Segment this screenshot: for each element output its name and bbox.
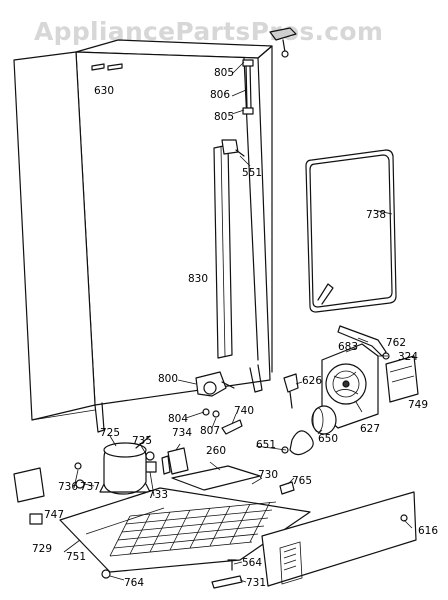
clip-765 (279, 481, 295, 495)
small-parts-735-733 (145, 451, 157, 473)
label-737: 737 (80, 481, 100, 493)
leader-lines (63, 61, 413, 583)
label-725: 725 (100, 427, 120, 439)
label-804: 804 (168, 413, 188, 425)
label-734: 734 (172, 427, 192, 439)
label-740: 740 (234, 405, 254, 417)
label-650: 650 (318, 433, 338, 445)
label-749: 749 (408, 399, 428, 411)
label-564: 564 (242, 557, 262, 569)
label-683: 683 (338, 341, 358, 353)
label-630: 630 (94, 85, 114, 97)
base-brace (211, 575, 243, 589)
label-616: 616 (418, 525, 438, 537)
label-731: 731 (246, 577, 266, 589)
label-733: 733 (148, 489, 168, 501)
control-board (385, 355, 419, 403)
part-labels: 630 805 806 805 551 830 738 762 683 324 … (32, 67, 438, 589)
label-738: 738 (366, 209, 386, 221)
label-729: 729 (32, 543, 52, 555)
relay-box (161, 447, 189, 475)
thermostat-part (283, 373, 299, 409)
label-735: 735 (132, 435, 152, 447)
rear-access-panel (261, 491, 417, 587)
label-751: 751 (66, 551, 86, 563)
label-806: 806 (210, 89, 230, 101)
label-260: 260 (206, 445, 226, 457)
label-324: 324 (398, 351, 418, 363)
label-551: 551 (242, 167, 262, 179)
bracket-747 (13, 467, 45, 503)
water-tube-assembly (235, 59, 254, 157)
evaporator-fan-bracket (321, 325, 390, 429)
label-800: 800 (158, 373, 178, 385)
label-627: 627 (360, 423, 380, 435)
drain-tray (171, 465, 261, 491)
grommet (101, 569, 111, 579)
label-651: 651 (256, 439, 276, 451)
condenser-coil (109, 501, 277, 557)
label-805-bottom: 805 (214, 111, 234, 123)
label-765: 765 (292, 475, 312, 487)
compressor (99, 435, 151, 495)
label-764: 764 (124, 577, 144, 589)
label-807: 807 (200, 425, 220, 437)
top-hinge-fitting (269, 27, 297, 58)
parts-736-737 (74, 462, 85, 489)
watermark: AppliancePartsPros.com (34, 17, 383, 46)
label-730: 730 (258, 469, 278, 481)
label-762: 762 (386, 337, 406, 349)
heater-loop (305, 149, 397, 313)
bracket-740 (221, 419, 243, 435)
box-729 (29, 513, 43, 525)
label-830: 830 (188, 273, 208, 285)
label-747: 747 (44, 509, 64, 521)
fan-motor (281, 405, 337, 456)
base-screw (227, 559, 237, 571)
label-805-top: 805 (214, 67, 234, 79)
label-736: 736 (58, 481, 78, 493)
refrigerator-cabinet (13, 39, 273, 433)
label-626: 626 (302, 375, 322, 387)
